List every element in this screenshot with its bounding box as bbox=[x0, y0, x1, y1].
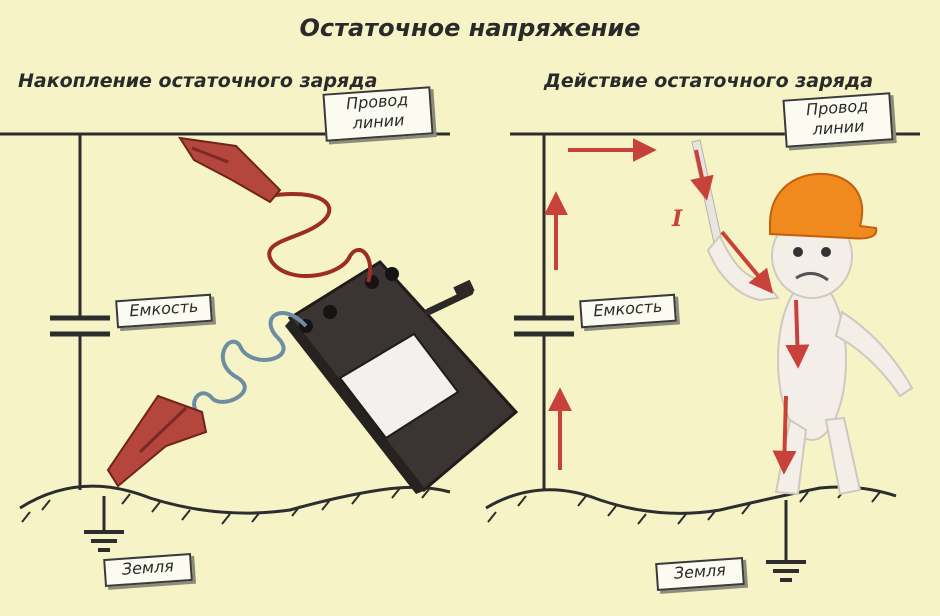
blue-test-lead bbox=[106, 311, 308, 488]
left-ground-symbol-icon bbox=[84, 530, 124, 552]
red-test-lead bbox=[177, 136, 373, 283]
right-ground-symbol-icon bbox=[766, 560, 806, 582]
current-label: I bbox=[671, 206, 683, 232]
current-arrows bbox=[544, 138, 810, 475]
left-ground-surface bbox=[19, 484, 451, 515]
right-line-label: Провод линии bbox=[782, 92, 894, 148]
arrow-down-rod bbox=[690, 149, 714, 201]
right-ground-hatch bbox=[487, 487, 881, 525]
right-panel-heading: Действие остаточного заряда bbox=[544, 70, 874, 92]
right-ground-surface bbox=[485, 485, 897, 515]
diagram-title: Остаточное напряжение bbox=[299, 14, 641, 42]
bottom-alligator-clip-icon bbox=[106, 394, 208, 488]
left-ground-hatch bbox=[21, 487, 431, 525]
left-line-label: Провод линии bbox=[322, 86, 434, 142]
hard-hat-icon bbox=[769, 172, 878, 240]
arrow-down-leg bbox=[772, 395, 797, 475]
right-circuit bbox=[485, 132, 920, 582]
left-panel-heading: Накопление остаточного заряда bbox=[18, 70, 378, 92]
arrow-down-body bbox=[785, 299, 810, 369]
worker-figure-icon bbox=[706, 172, 914, 496]
megohmmeter-icon bbox=[285, 260, 519, 494]
arrow-down-arm bbox=[720, 230, 774, 294]
